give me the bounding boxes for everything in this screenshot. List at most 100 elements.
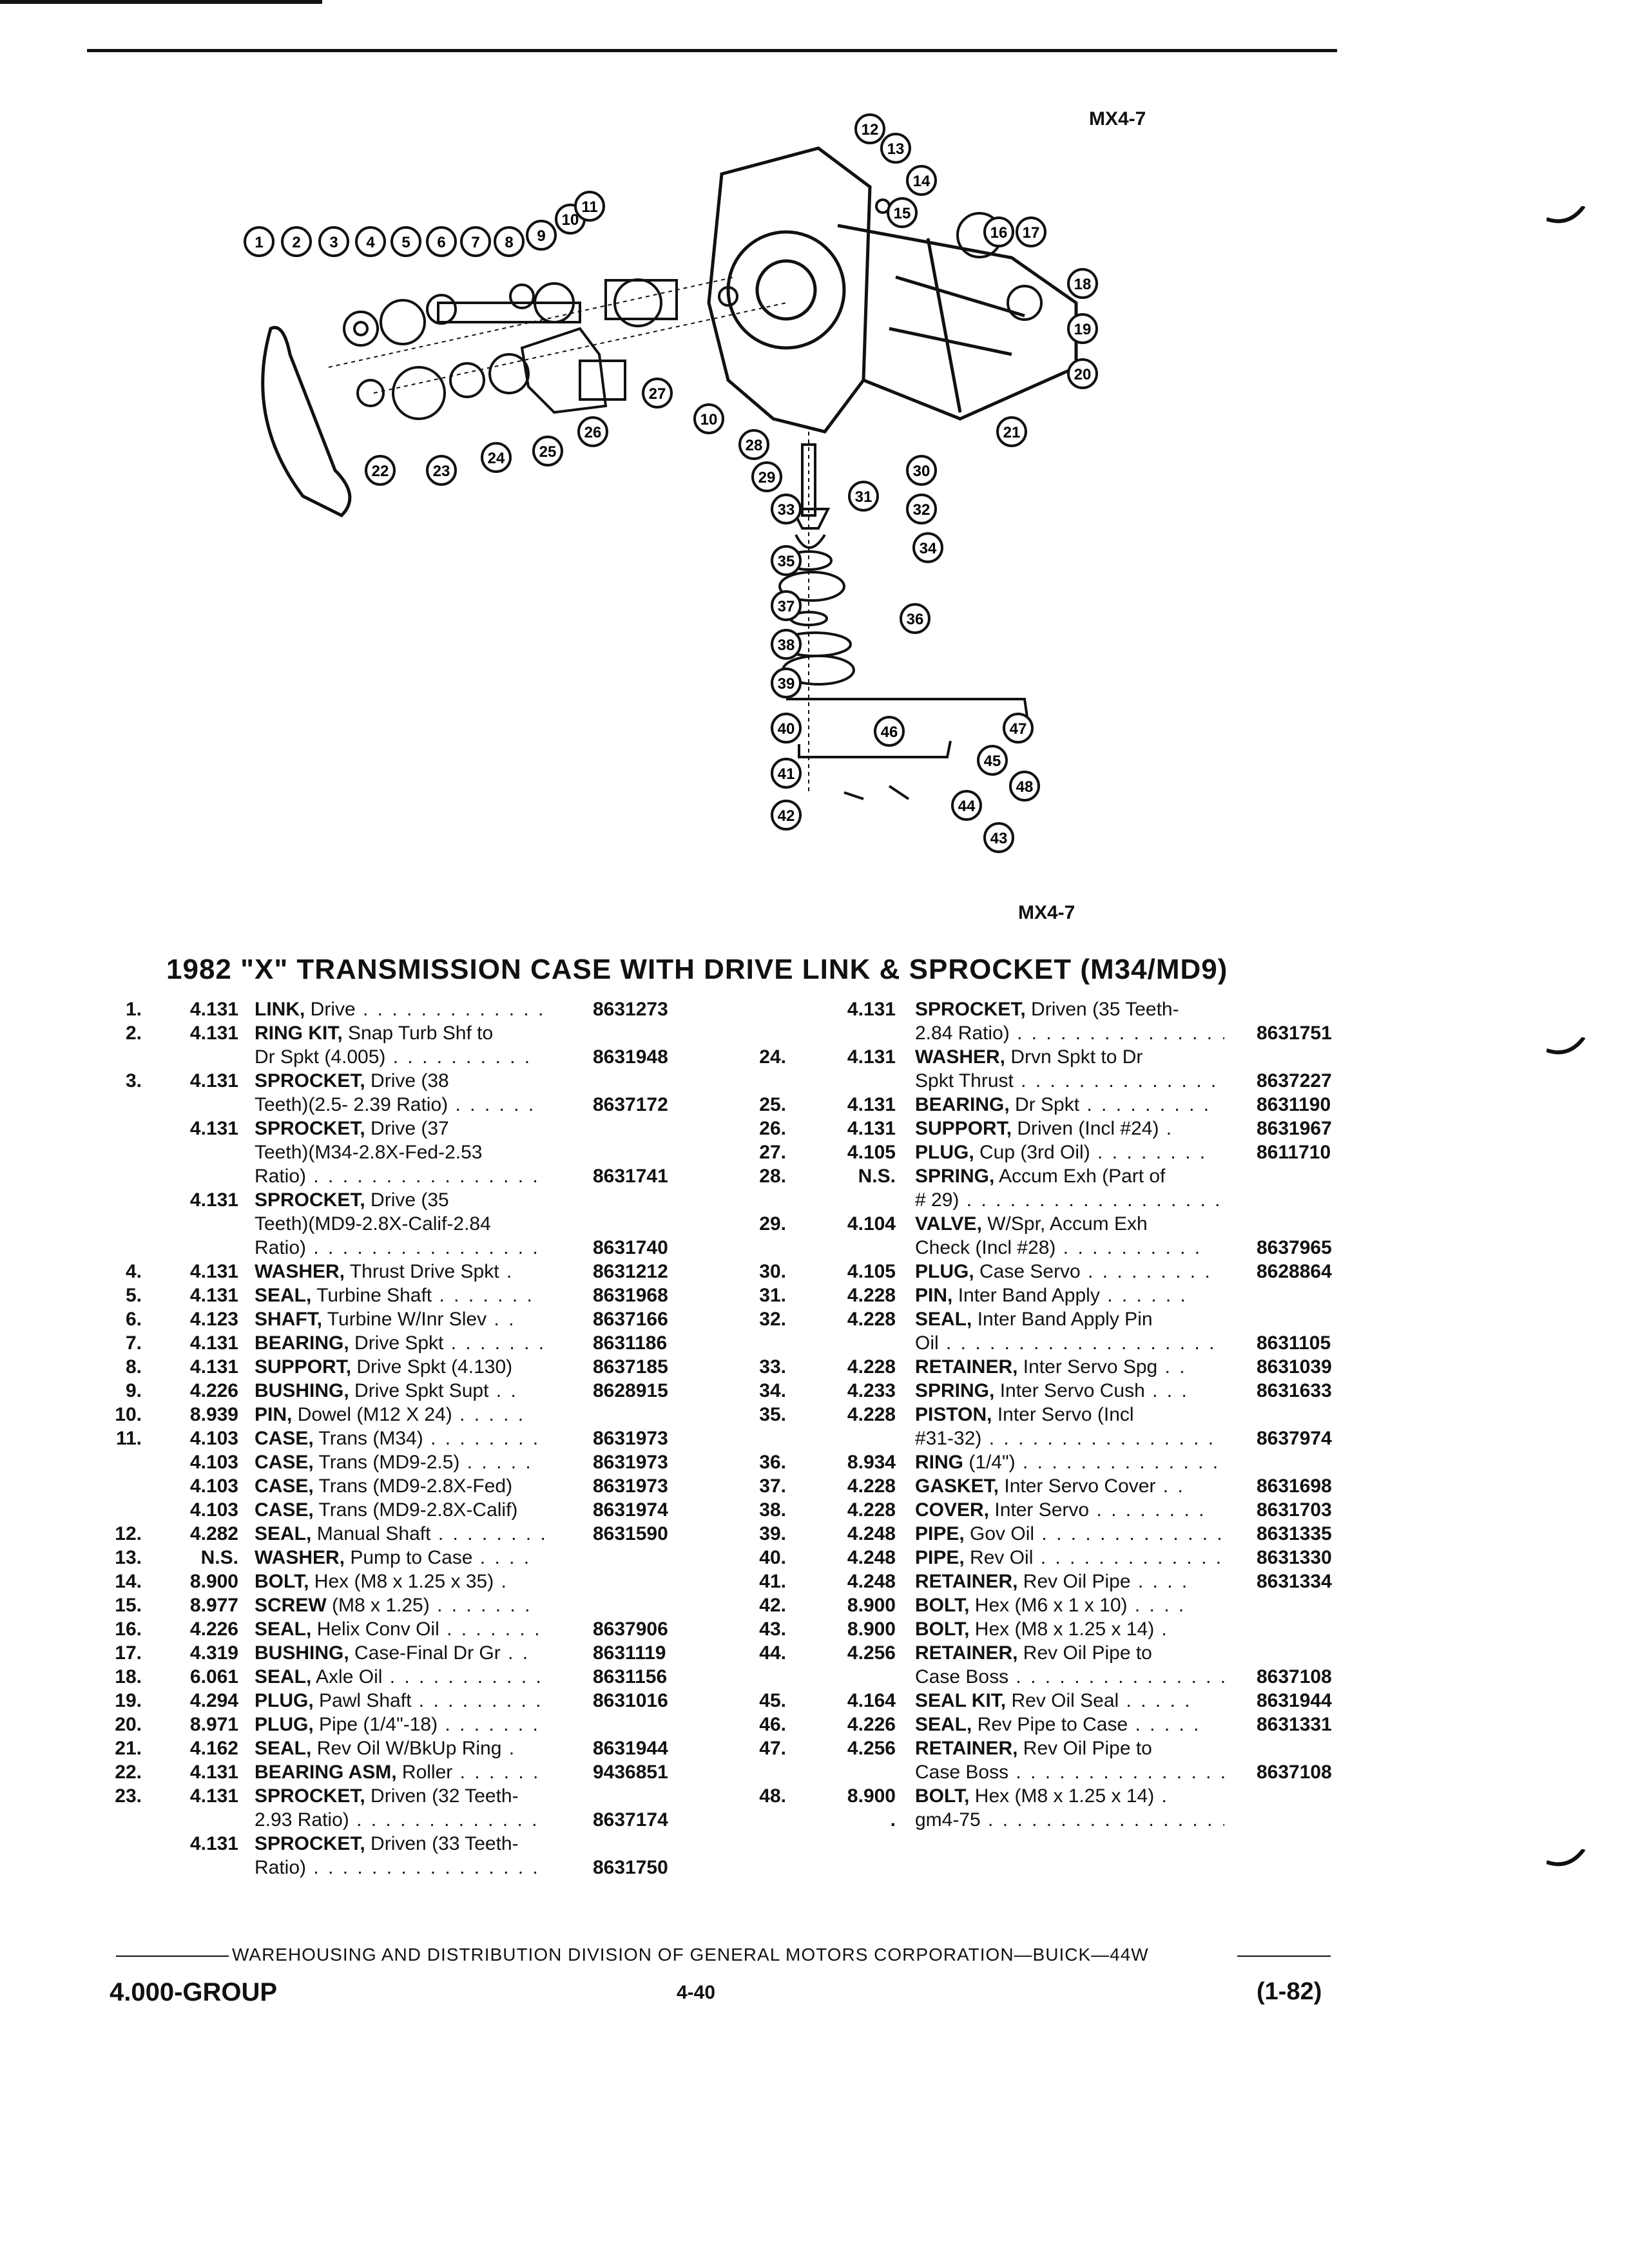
item-number: 29. [759, 1213, 786, 1235]
part-description: # 29) . . . . . . . . . . . . . . . . . … [915, 1188, 1224, 1212]
item-number: 17. [115, 1642, 142, 1664]
group-code: 4.104 [847, 1213, 896, 1235]
part-name: SEAL, [915, 1309, 972, 1330]
leader-dots: . . . . . . . [438, 1714, 540, 1735]
part-detail: Pipe (1/4"-18) [313, 1714, 438, 1735]
parts-row: Ratio) . . . . . . . . . . . . . . . . .… [97, 1856, 702, 1879]
part-detail: Inter Servo Cover [999, 1475, 1156, 1497]
callout-37: 37 [771, 590, 802, 621]
part-detail: Gov Oil [964, 1523, 1035, 1544]
callout-31: 31 [848, 481, 879, 512]
part-detail: Drive (38 [365, 1070, 449, 1091]
callout-5: 5 [390, 226, 421, 257]
part-name: PLUG, [255, 1690, 314, 1711]
part-description: gm4-75 . . . . . . . . . . . . . . . . .… [915, 1808, 1224, 1832]
leader-dashed-lines [328, 276, 809, 793]
svg-text:36: 36 [907, 611, 924, 628]
group-code: 8.900 [847, 1595, 896, 1616]
part-detail: Teeth)(M34-2.8X-Fed-2.53 [255, 1142, 483, 1163]
callout-20: 20 [1067, 358, 1098, 389]
item-number: 37. [759, 1475, 786, 1497]
part-description: Teeth)(M34-2.8X-Fed-2.53 [255, 1140, 548, 1164]
part-name: SPRING, [915, 1380, 995, 1401]
item-number: 5. [125, 1285, 142, 1306]
footer-division-text: WAREHOUSING AND DISTRIBUTION DIVISION OF… [232, 1945, 1149, 1965]
part-name: BOLT, [915, 1785, 970, 1807]
part-description: PLUG, Case Servo . . . . . . . . . [915, 1260, 1224, 1283]
part-detail: Inter Servo [989, 1499, 1090, 1521]
item-number: 45. [759, 1690, 786, 1711]
callout-14: 14 [906, 165, 937, 196]
top-edge-rule [0, 0, 322, 4]
leader-dots: . . . . . . . . . . . . . . . . . . . [313, 1857, 548, 1878]
part-detail: # 29) [915, 1189, 959, 1211]
part-detail: Trans (MD9-2.8X-Fed) [313, 1475, 513, 1497]
callout-27: 27 [642, 378, 673, 408]
item-number: 34. [759, 1380, 786, 1401]
callout-21: 21 [996, 416, 1027, 447]
parts-row: 2.84 Ratio) . . . . . . . . . . . . . . … [741, 1021, 1373, 1045]
group-code: 4.228 [847, 1404, 896, 1425]
leader-dots: . . . . . . . [429, 1595, 532, 1616]
svg-text:34: 34 [920, 540, 937, 557]
part-number: 8631741 [593, 1166, 668, 1187]
leader-dots: . . . . . . . . . . . . . . . . . . [306, 1166, 548, 1187]
part-name: RETAINER, [915, 1738, 1018, 1759]
group-code: 4.131 [189, 1189, 238, 1211]
item-number: 35. [759, 1404, 786, 1425]
part-name: SPROCKET, [915, 999, 1026, 1020]
group-code: . [890, 1809, 896, 1831]
group-code: 4.105 [847, 1142, 896, 1163]
group-code: 4.131 [847, 1046, 896, 1068]
part-number: 8637174 [593, 1809, 668, 1831]
part-number: 8631973 [593, 1428, 668, 1449]
svg-text:3: 3 [329, 234, 338, 251]
leader-dots: . . . . . . . . . . [1055, 1237, 1202, 1258]
part-number: 8631698 [1257, 1475, 1332, 1497]
part-detail: Snap Turb Shf to [342, 1023, 494, 1044]
svg-text:4: 4 [366, 234, 375, 251]
part-description: COVER, Inter Servo . . . . . . . . [915, 1498, 1224, 1522]
callout-10: 10 [693, 403, 724, 434]
part-detail: Pawl Shaft [313, 1690, 412, 1711]
leader-dots: . . . . . . . . . . . . . . [1015, 1452, 1220, 1473]
group-code: 4.131 [189, 1023, 238, 1044]
group-code: 8.900 [189, 1571, 238, 1592]
part-detail: Case Boss [915, 1762, 1009, 1783]
part-description: BUSHING, Case-Final Dr Gr . . [255, 1641, 548, 1665]
item-number: 38. [759, 1499, 786, 1521]
callout-26: 26 [577, 416, 608, 447]
part-number: 8631273 [593, 999, 668, 1020]
part-number: 9436851 [593, 1762, 668, 1783]
svg-text:24: 24 [488, 450, 505, 467]
part-name: CASE, [255, 1499, 314, 1521]
part-detail: 2.84 Ratio) [915, 1023, 1010, 1044]
part-name: BEARING ASM, [255, 1762, 397, 1783]
part-number: 8631948 [593, 1046, 668, 1068]
leader-dots: . . . . . . . . . . . . . . . [1013, 1070, 1224, 1091]
part-description: WASHER, Drvn Spkt to Dr [915, 1045, 1224, 1069]
part-number: 8637166 [593, 1309, 668, 1330]
leader-dots: . . . . . . . [439, 1619, 542, 1640]
callout-8: 8 [494, 226, 525, 257]
callout-15: 15 [887, 197, 918, 228]
group-code: 6.061 [189, 1666, 238, 1687]
part-description: PIN, Dowel (M12 X 24) . . . . . [255, 1403, 548, 1427]
part-detail: Roller [396, 1762, 453, 1783]
part-description: 2.93 Ratio) . . . . . . . . . . . . . . [255, 1808, 548, 1832]
part-description: RETAINER, Rev Oil Pipe . . . . [915, 1570, 1224, 1593]
item-number: 8. [125, 1356, 142, 1378]
callout-22: 22 [365, 455, 396, 486]
item-number: 21. [115, 1738, 142, 1759]
leader-dots: . . . . . . . . . . . . . [1034, 1523, 1224, 1544]
part-name: SHAFT, [255, 1309, 322, 1330]
part-number: 8611710 [1257, 1142, 1331, 1163]
